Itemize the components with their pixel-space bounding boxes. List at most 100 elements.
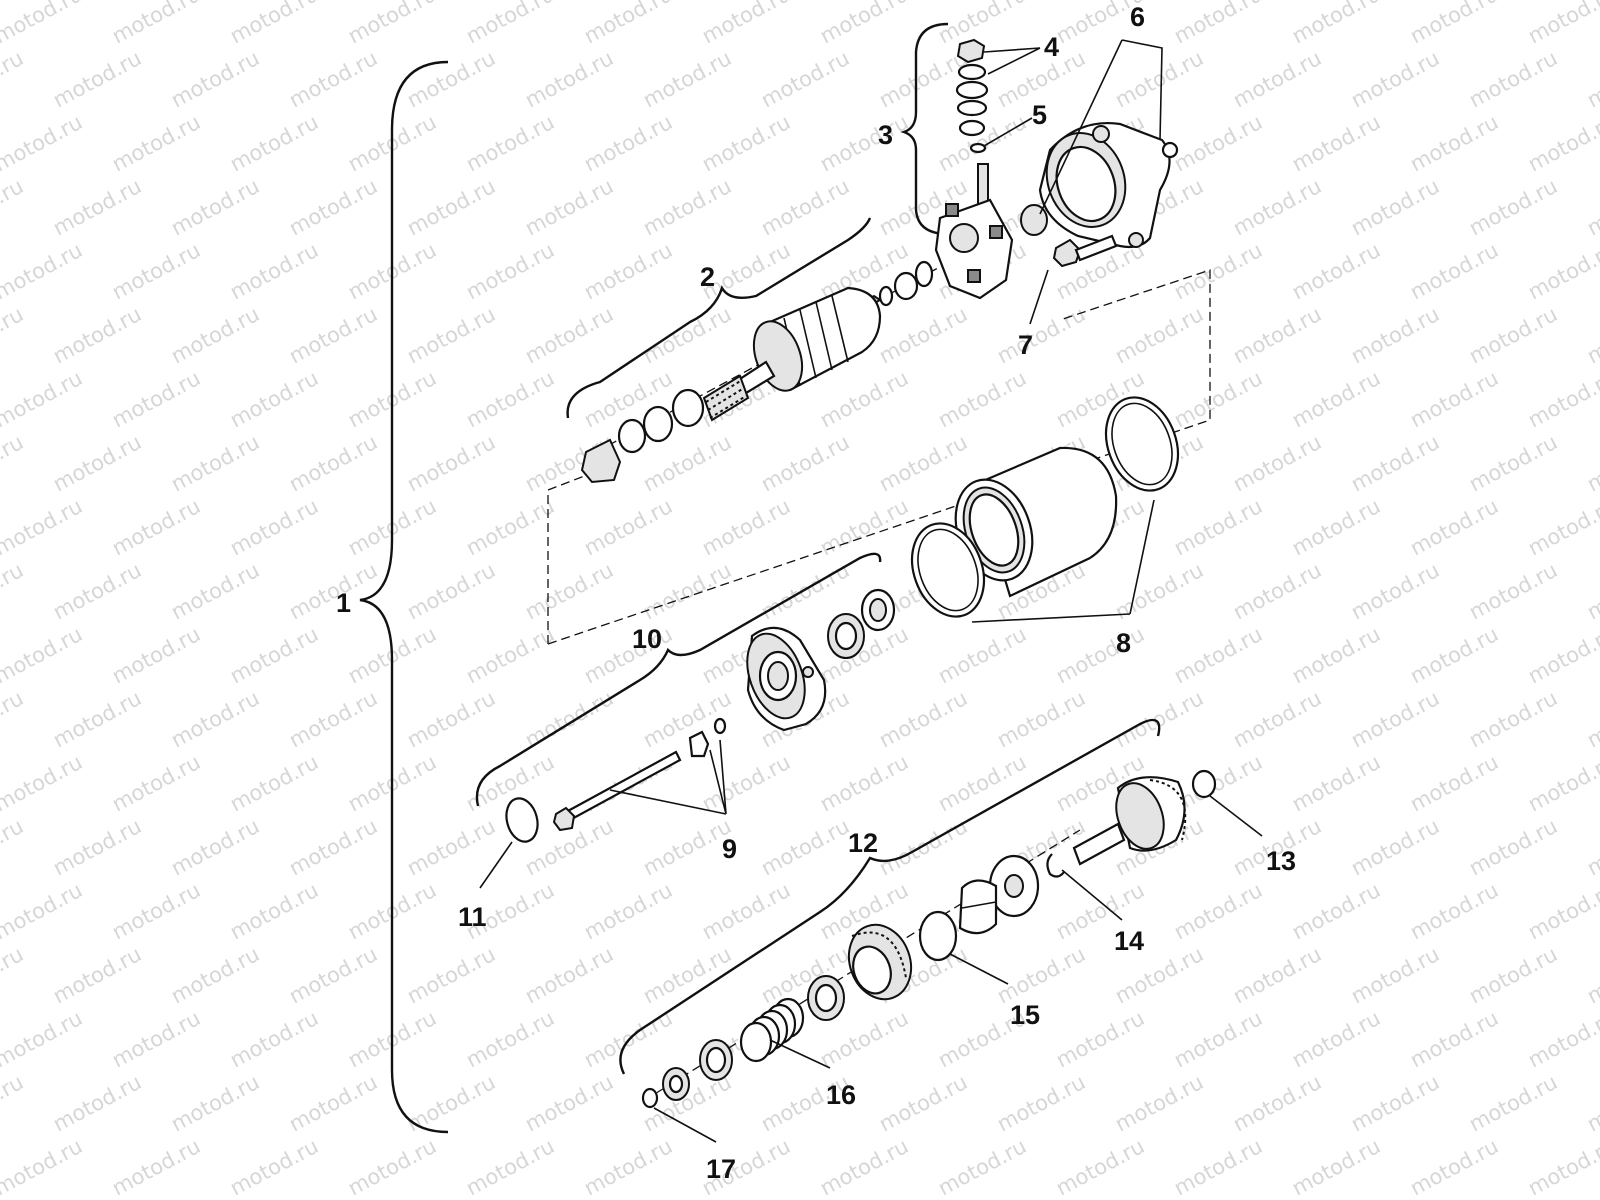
- watermark-text: motod.ru: [344, 0, 440, 48]
- watermark-text: motod.ru: [1524, 1006, 1600, 1072]
- watermark-text: motod.ru: [462, 110, 558, 176]
- callout-15: 15: [1010, 1000, 1040, 1030]
- snap-ring-13: [1191, 769, 1217, 799]
- watermark-text: motod.ru: [108, 750, 204, 816]
- needle-bearing: [827, 613, 865, 659]
- watermark-text: motod.ru: [1288, 366, 1384, 432]
- watermark-text: motod.ru: [344, 1134, 440, 1200]
- watermark-text: motod.ru: [403, 686, 499, 752]
- armature-washer-1: [671, 388, 705, 428]
- watermark-text: motod.ru: [167, 942, 263, 1008]
- watermark-text: motod.ru: [1347, 302, 1443, 368]
- armature: [702, 260, 934, 422]
- watermark-text: motod.ru: [1288, 750, 1384, 816]
- watermark-text: motod.ru: [934, 622, 1030, 688]
- pinion-stopper: [699, 1039, 733, 1081]
- watermark-text: motod.ru: [1229, 46, 1325, 112]
- leader-6: [1039, 39, 1163, 215]
- watermark-text: motod.ru: [226, 238, 322, 304]
- watermark-text: motod.ru: [1288, 878, 1384, 944]
- clutch-sleeve: [807, 975, 845, 1021]
- pinion-spring: [739, 997, 805, 1063]
- watermark-text: motod.ru: [1465, 430, 1561, 496]
- watermark-text: motod.ru: [1406, 878, 1502, 944]
- watermark-text: motod.ru: [521, 174, 617, 240]
- watermark-text: motod.ru: [1111, 1070, 1207, 1136]
- watermark-text: motod.ru: [0, 366, 86, 432]
- cover-washer-tab: [688, 730, 710, 758]
- watermark-text: motod.ru: [698, 110, 794, 176]
- through-bolt: [552, 750, 682, 832]
- watermark-text: motod.ru: [1465, 686, 1561, 752]
- o-ring-rear: [1104, 396, 1180, 492]
- callout-14: 14: [1114, 926, 1144, 956]
- watermark-text: motod.ru: [875, 1070, 971, 1136]
- watermark-text: motod.ru: [1288, 1134, 1384, 1200]
- callout-13: 13: [1266, 846, 1296, 876]
- callout-5: 5: [1032, 100, 1047, 130]
- watermark-text: motod.ru: [285, 814, 381, 880]
- watermark-text: motod.ru: [49, 430, 145, 496]
- watermark-text: motod.ru: [285, 174, 381, 240]
- callout-4: 4: [1044, 32, 1059, 62]
- watermark-text: motod.ru: [580, 878, 676, 944]
- leader-9: [609, 739, 727, 815]
- watermark-text: motod.ru: [875, 46, 971, 112]
- watermark-text: motod.ru: [0, 1006, 86, 1072]
- watermark-text: motod.ru: [1111, 46, 1207, 112]
- watermark-text: motod.ru: [1583, 430, 1600, 496]
- watermark-text: motod.ru: [698, 878, 794, 944]
- watermark-text: motod.ru: [1524, 238, 1600, 304]
- watermark-text: motod.ru: [167, 46, 263, 112]
- watermark-text: motod.ru: [0, 110, 86, 176]
- watermark-text: motod.ru: [1465, 558, 1561, 624]
- watermark-text: motod.ru: [285, 686, 381, 752]
- watermark-text: motod.ru: [1583, 302, 1600, 368]
- watermark-text: motod.ru: [1347, 558, 1443, 624]
- watermark-text: motod.ru: [816, 110, 912, 176]
- watermark-text: motod.ru: [1406, 110, 1502, 176]
- leader-8: [971, 499, 1155, 623]
- yoke-housing: [954, 446, 1118, 598]
- watermark-text: motod.ru: [285, 302, 381, 368]
- watermark-text: motod.ru: [403, 430, 499, 496]
- callout-16: 16: [826, 1080, 856, 1110]
- watermark-text: motod.ru: [934, 750, 1030, 816]
- watermark-text: motod.ru: [1111, 302, 1207, 368]
- watermark-text: motod.ru: [0, 622, 86, 688]
- watermark-text: motod.ru: [1583, 174, 1600, 240]
- watermark-text: motod.ru: [108, 366, 204, 432]
- brace-2: [566, 217, 872, 419]
- leader-15: [949, 953, 1009, 985]
- watermark-text: motod.ru: [1347, 430, 1443, 496]
- watermark-text: motod.ru: [698, 0, 794, 48]
- callout-9: 9: [722, 834, 737, 864]
- watermark-text: motod.ru: [816, 494, 912, 560]
- watermark-text: motod.ru: [167, 1070, 263, 1136]
- watermark-text: motod.ru: [108, 494, 204, 560]
- watermark-text: motod.ru: [1229, 558, 1325, 624]
- watermark-text: motod.ru: [0, 1070, 27, 1136]
- watermark-text: motod.ru: [108, 0, 204, 48]
- watermark-text: motod.ru: [1347, 46, 1443, 112]
- front-oil-seal-inner: [869, 598, 887, 622]
- watermark-text: motod.ru: [462, 1134, 558, 1200]
- watermark-text: motod.ru: [1524, 494, 1600, 560]
- watermark-text: motod.ru: [226, 750, 322, 816]
- leader-14: [1061, 869, 1123, 921]
- watermark-text: motod.ru: [757, 430, 853, 496]
- callout-1: 1: [336, 588, 351, 618]
- watermark-text: motod.ru: [1229, 686, 1325, 752]
- watermark-text: motod.ru: [285, 1070, 381, 1136]
- snap-ring-17: [641, 1087, 659, 1109]
- watermark-text: motod.ru: [226, 1134, 322, 1200]
- watermark-text: motod.ru: [49, 302, 145, 368]
- watermark-text: motod.ru: [1406, 1134, 1502, 1200]
- watermark-text: motod.ru: [580, 0, 676, 48]
- watermark-text: motod.ru: [875, 302, 971, 368]
- watermark-text: motod.ru: [1524, 110, 1600, 176]
- watermark-text: motod.ru: [816, 1134, 912, 1200]
- watermark-text: motod.ru: [580, 238, 676, 304]
- watermark-text: motod.ru: [49, 558, 145, 624]
- watermark-text: motod.ru: [1524, 1134, 1600, 1200]
